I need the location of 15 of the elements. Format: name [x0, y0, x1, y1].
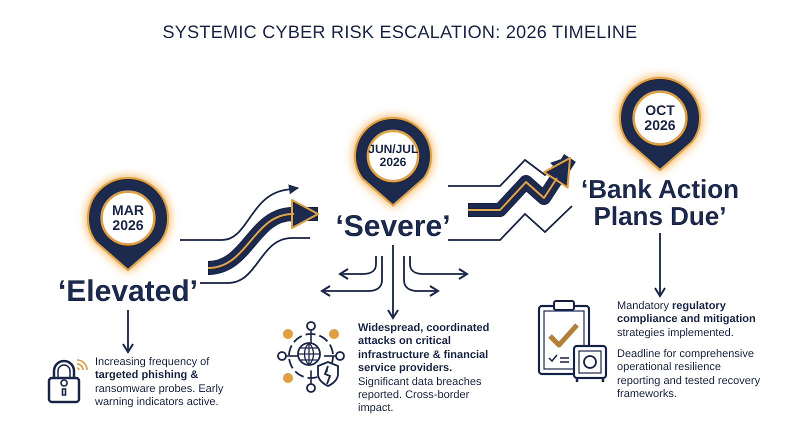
- escalation-arrow: [468, 154, 576, 217]
- escalation-arrow: [207, 199, 319, 275]
- arrow: [122, 310, 134, 353]
- description-text: Mandatory regulatory compliance and mitigation strategies implemented.: [617, 300, 757, 340]
- description-text: Increasing frequency of targeted phishing & ransomware probes. Early warning indicators active.: [95, 356, 224, 410]
- date-label: MAR 2026: [111, 202, 145, 234]
- stage-label: ‘Bank Action Plans Due’: [580, 176, 740, 231]
- diagram-title: SYSTEMIC CYBER RISK ESCALATION: 2026 TIMELINE: [162, 22, 638, 43]
- arrow: [654, 233, 666, 297]
- date-label: OCT 2026: [643, 102, 677, 134]
- stage-label: ‘Elevated’: [56, 276, 200, 308]
- stage-label: ‘Severe’: [334, 211, 452, 243]
- description-text: Deadline for comprehensive operational resilience reporting and tested recovery frameworks.: [617, 348, 762, 402]
- arrow: [387, 245, 399, 319]
- description-text: Widespread, coordinated attacks on critical infrastructure & financial service providers. Significant data breaches reported. Cross-border impact.: [358, 322, 490, 416]
